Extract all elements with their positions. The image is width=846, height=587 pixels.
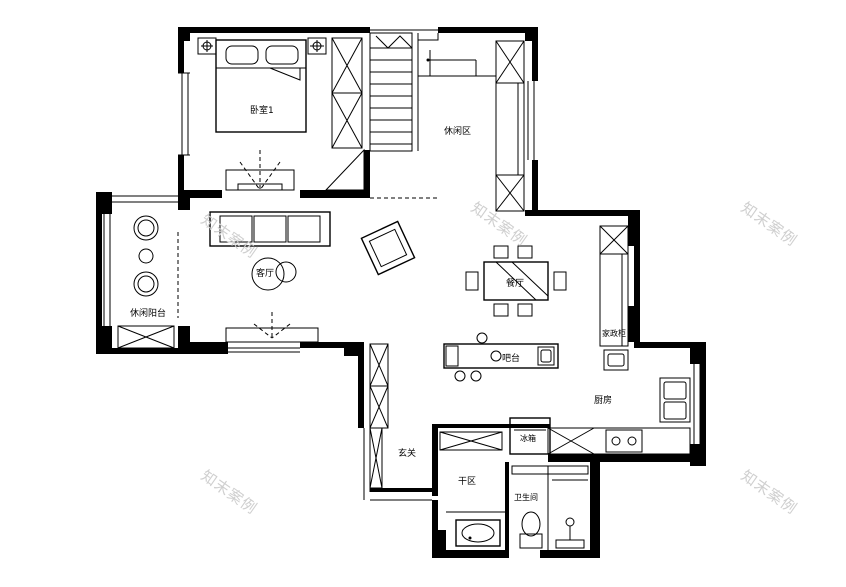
label-fridge: 冰箱 [520, 433, 536, 443]
label-bathroom: 卫生间 [514, 492, 538, 502]
entrance-cabinets [369, 343, 389, 489]
label-island: 吧台 [502, 352, 520, 364]
watermark-5: 知末案例 [738, 467, 801, 518]
balcony-furniture [117, 215, 175, 349]
label-dry-area: 干区 [458, 476, 476, 487]
label-pantry: 家政柜 [602, 328, 626, 338]
leisure-cabinets [495, 40, 525, 212]
bathroom-fixtures [511, 465, 589, 550]
dining-furniture [465, 245, 567, 317]
watermark-4: 知末案例 [198, 467, 261, 518]
room-labels: 卧室1 休闲区 客厅 餐厅 休闲阳台 吧台 厨房 冰箱 家政柜 玄关 干区 卫生… [130, 104, 626, 502]
label-living-room: 客厅 [256, 267, 274, 279]
watermark-1: 知末案例 [198, 211, 261, 262]
label-leisure-balcony: 休闲阳台 [130, 307, 166, 319]
watermark-3: 知末案例 [738, 199, 801, 250]
stairs [369, 32, 496, 152]
dry-area-furniture [439, 431, 505, 547]
label-entrance: 玄关 [398, 447, 416, 459]
label-leisure-area: 休闲区 [444, 125, 471, 137]
living-furniture [209, 211, 416, 343]
label-bedroom: 卧室1 [250, 104, 274, 116]
label-kitchen: 厨房 [594, 394, 612, 406]
island-counter [443, 332, 559, 382]
bedroom-furniture [197, 37, 365, 191]
kitchen-cabinets [509, 225, 691, 455]
walls [96, 27, 706, 558]
label-dining-room: 餐厅 [506, 277, 524, 289]
